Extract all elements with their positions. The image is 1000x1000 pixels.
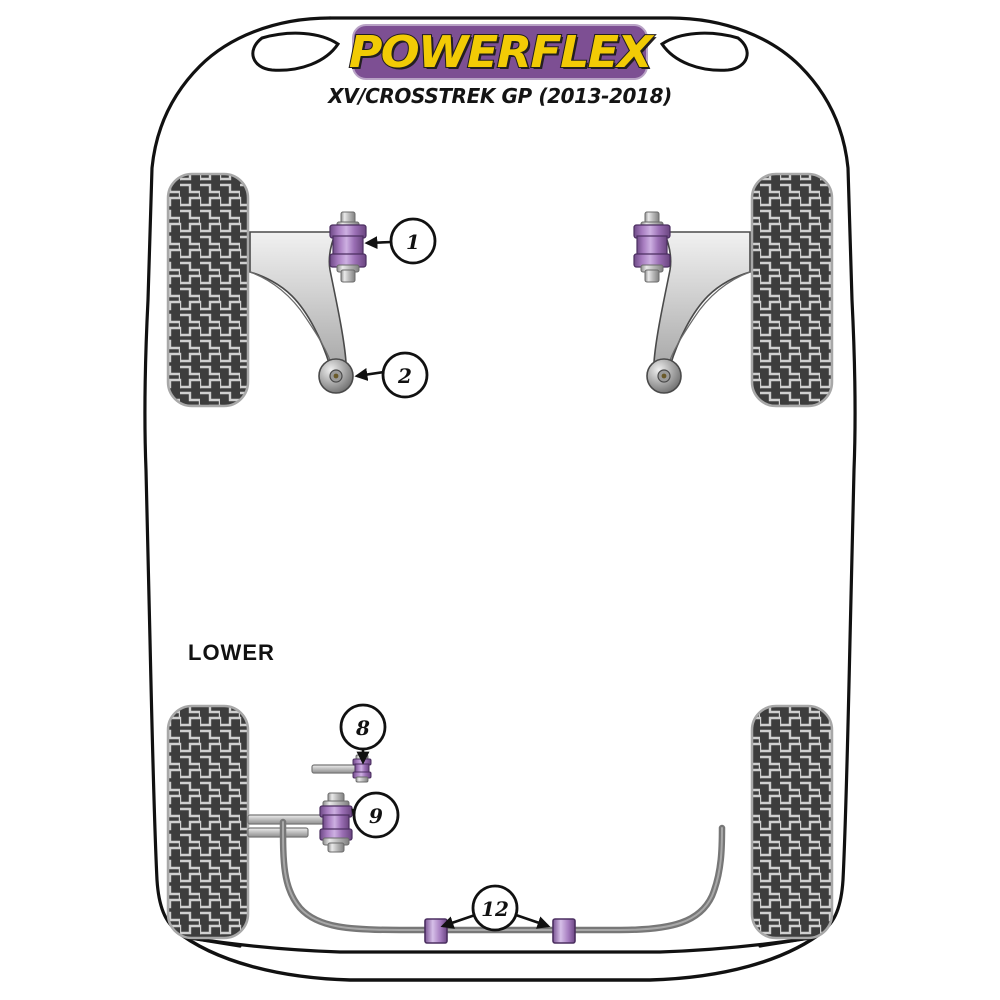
logo-band — [352, 24, 648, 80]
callout-8-number: 8 — [355, 716, 370, 740]
rear-left-wheel — [166, 704, 250, 940]
rear-anti-roll-bar — [279, 818, 726, 934]
vehicle-body-outline — [143, 16, 857, 982]
anti-roll-bar-bush-left — [424, 918, 448, 944]
front-left-control-arm-bush — [329, 211, 367, 283]
front-left-control-arm — [249, 231, 347, 367]
front-right-ball-joint — [646, 358, 682, 394]
front-left-ball-joint — [318, 358, 354, 394]
rear-link-rod — [311, 764, 361, 774]
callout-2-number: 2 — [397, 364, 412, 388]
callout-1[interactable]: 1 — [389, 217, 437, 265]
front-right-control-arm — [653, 231, 751, 367]
powerflex-logo: POWERFLEX — [348, 24, 654, 80]
front-right-control-arm-bush — [633, 211, 671, 283]
page-title: XV/CROSSTREK GP (2013-2018) — [328, 84, 672, 108]
callout-9-number: 9 — [369, 804, 383, 828]
anti-roll-bar-bush-right — [552, 918, 576, 944]
callout-8[interactable]: 8 — [339, 703, 387, 751]
callout-2[interactable]: 2 — [381, 351, 429, 399]
front-left-wheel — [166, 172, 250, 408]
front-right-wheel — [750, 172, 834, 408]
callout-9[interactable]: 9 — [352, 791, 400, 839]
callout-12[interactable]: 12 — [471, 884, 519, 932]
rear-trailing-arm-bush — [319, 792, 353, 853]
lower-section-label: LOWER — [188, 640, 275, 665]
callout-12-number: 12 — [481, 897, 509, 921]
rear-right-wheel — [750, 704, 834, 940]
callout-1-number: 1 — [406, 230, 420, 254]
logo-text: POWERFLEX — [348, 26, 654, 79]
callout-leaders — [351, 236, 551, 929]
